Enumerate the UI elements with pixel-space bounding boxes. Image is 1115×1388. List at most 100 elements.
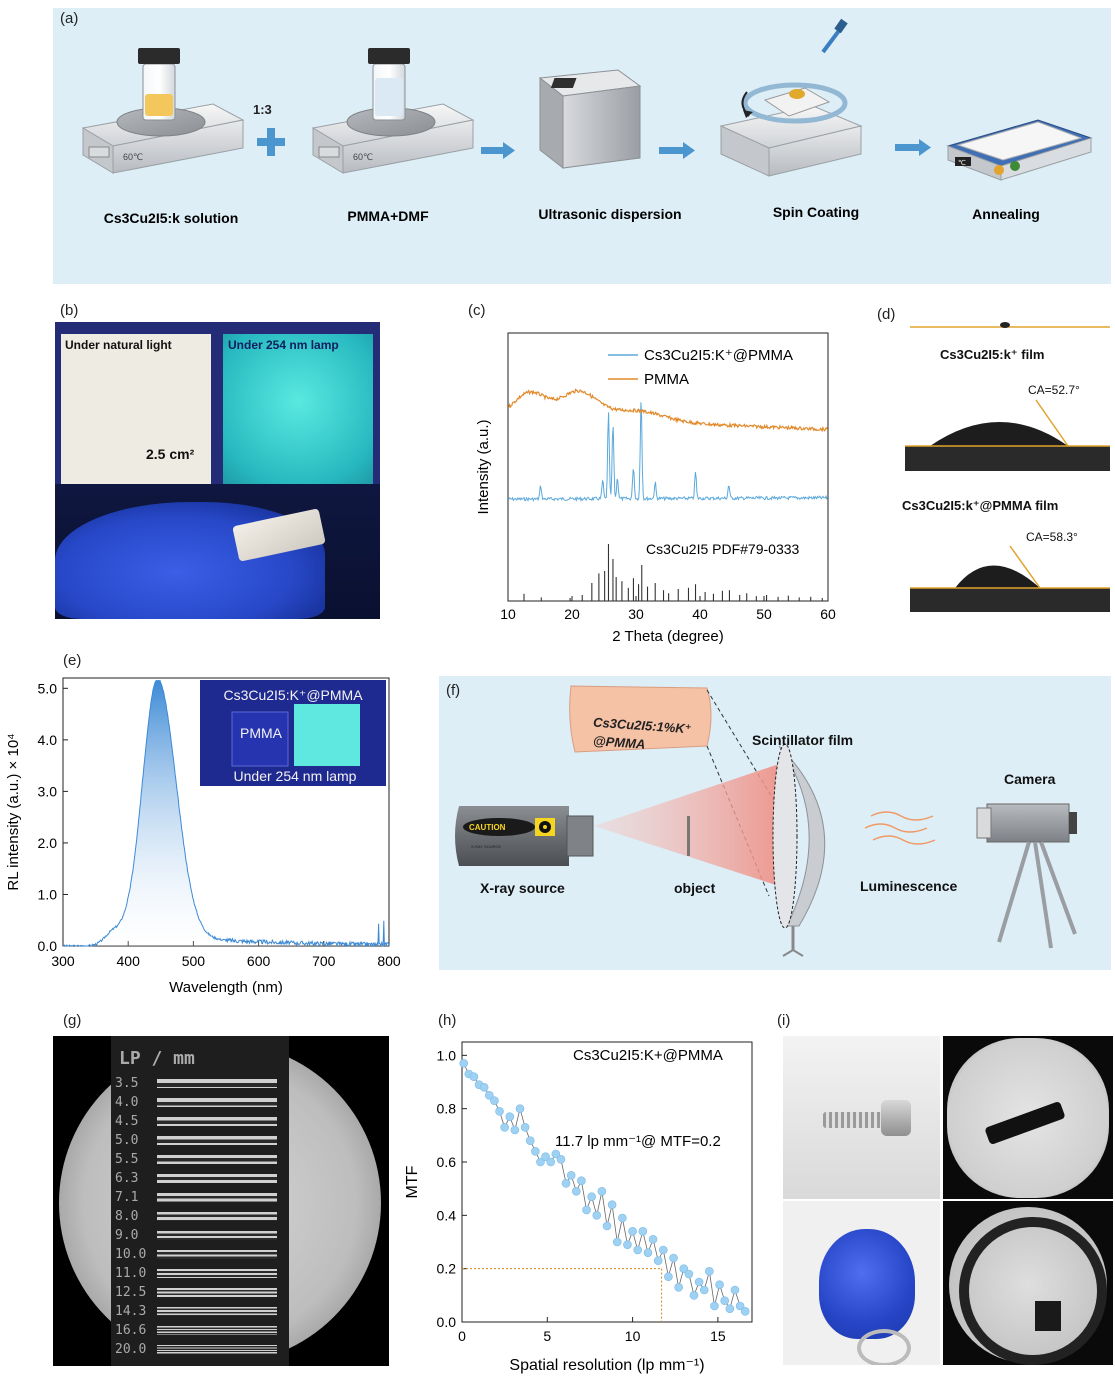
mtf-point: [653, 1256, 663, 1265]
mtf-point: [699, 1285, 709, 1295]
lp-bars: [157, 1193, 277, 1202]
lp-value: 10.0: [115, 1247, 147, 1262]
lp-row: 10.0: [115, 1245, 285, 1264]
mtf-point: [556, 1155, 566, 1164]
mtf-point: [618, 1213, 627, 1223]
mtf-point: [459, 1059, 469, 1068]
annealer-temp: ℃: [958, 160, 966, 167]
x-tick-label: 40: [692, 606, 708, 622]
lp-bars: [157, 1288, 277, 1297]
lp-value: 5.0: [115, 1133, 139, 1148]
keyring: [857, 1329, 911, 1365]
mtf-point: [725, 1304, 735, 1313]
mtf-point: [669, 1253, 678, 1263]
panel-label-i: (i): [777, 1012, 791, 1029]
lp-value: 4.0: [115, 1095, 139, 1110]
annealing-hotplate: [946, 119, 1093, 181]
mtf-point: [643, 1248, 653, 1257]
lp-bars: [157, 1098, 277, 1107]
x-tick-label: 400: [117, 953, 141, 969]
x-tick-label: 20: [564, 606, 580, 622]
y-tick-label: 1.0: [38, 886, 58, 902]
y-tick-label: 1.0: [437, 1047, 457, 1063]
panel-label-d: (d): [877, 306, 896, 323]
keyfob-photo: [783, 1201, 940, 1365]
lp-bars: [157, 1307, 277, 1316]
mtf-point: [602, 1221, 612, 1231]
mtf-point: [684, 1269, 694, 1279]
legend-label-pmma: PMMA: [644, 371, 689, 388]
lp-row: 5.0: [115, 1131, 285, 1150]
lp-row: 8.0: [115, 1207, 285, 1226]
mtf-point: [571, 1187, 581, 1196]
mtf-point: [740, 1307, 750, 1316]
y-tick-label: 0.2: [437, 1261, 457, 1277]
mtf-point: [592, 1211, 602, 1220]
lp-row: 16.6: [115, 1321, 285, 1340]
lp-value: 11.0: [115, 1266, 147, 1281]
lp-bars: [157, 1174, 277, 1183]
lamp-caption: Under 254 nm lamp: [228, 338, 339, 352]
panel-label-a: (a): [60, 10, 79, 27]
plot-frame: [507, 332, 829, 602]
mtf-point: [658, 1245, 668, 1255]
lp-value: 16.6: [115, 1323, 147, 1338]
x-tick-label: 5: [543, 1328, 551, 1344]
mtf-point: [495, 1107, 504, 1116]
panel-a-illustration: 60℃ 1:3 60℃: [81, 18, 1093, 226]
y-axis-label: Intensity (a.u.): [475, 419, 492, 514]
mtf-point: [484, 1091, 494, 1100]
camera-label: Camera: [1004, 771, 1056, 787]
lp-bars: [157, 1326, 277, 1335]
lp-label: LP / mm: [119, 1048, 195, 1069]
lp-row: 4.0: [115, 1093, 285, 1112]
mtf-point: [705, 1267, 714, 1276]
area-label: 2.5 cm²: [146, 446, 195, 462]
mtf-point: [607, 1200, 617, 1209]
lp-bars: [157, 1117, 277, 1126]
mtf-annotation: 11.7 lp mm⁻¹@ MTF=0.2: [555, 1133, 721, 1150]
step-label-annealing: Annealing: [972, 206, 1040, 222]
panel-label-e: (e): [63, 652, 82, 669]
hotplate-2-temp: 60℃: [353, 152, 373, 162]
panel-label-b: (b): [60, 302, 79, 319]
mtf-point: [623, 1240, 632, 1249]
x-tick-label: 15: [710, 1328, 726, 1344]
mtf-point: [577, 1176, 586, 1185]
chart-title: Cs3Cu2I5:K+@PMMA: [573, 1047, 723, 1064]
x-tick-label: 500: [182, 953, 206, 969]
panel-label-h: (h): [438, 1012, 457, 1029]
inset-left-label: PMMA: [240, 725, 283, 741]
legend-label-sample: Cs3Cu2I5:K⁺@PMMA: [644, 347, 793, 364]
caution-text: CAUTION: [469, 823, 506, 832]
screw-xray: [943, 1036, 1113, 1199]
keyfob-xray-chip: [1035, 1301, 1061, 1331]
mtf-point: [597, 1187, 607, 1196]
arrow-icon: [659, 142, 695, 159]
keyfob-xray: [943, 1201, 1113, 1365]
mtf-point: [648, 1235, 658, 1244]
spectrum-area: [63, 680, 389, 946]
mtf-point: [551, 1149, 561, 1159]
lp-value: 5.5: [115, 1152, 139, 1167]
mtf-point: [541, 1152, 550, 1161]
mtf-point: [674, 1283, 683, 1292]
ca2-label: CA=58.3°: [1026, 530, 1078, 544]
mtf-point: [515, 1104, 525, 1113]
keyfob: [819, 1229, 915, 1339]
lp-row: 3.5: [115, 1074, 285, 1093]
y-tick-label: 0.0: [38, 938, 58, 954]
object-label: object: [674, 880, 716, 896]
mtf-point: [490, 1096, 499, 1105]
mtf-point: [735, 1301, 745, 1311]
film-photo: [55, 322, 380, 619]
ca1-label: CA=52.7°: [1028, 383, 1080, 397]
x-tick-label: 800: [377, 953, 401, 969]
keyfob-xray-ring: [959, 1217, 1107, 1365]
step-label-solution: Cs3Cu2I5:k solution: [104, 210, 239, 226]
lp-row: 11.0: [115, 1264, 285, 1283]
series-line-sample: [507, 402, 828, 503]
